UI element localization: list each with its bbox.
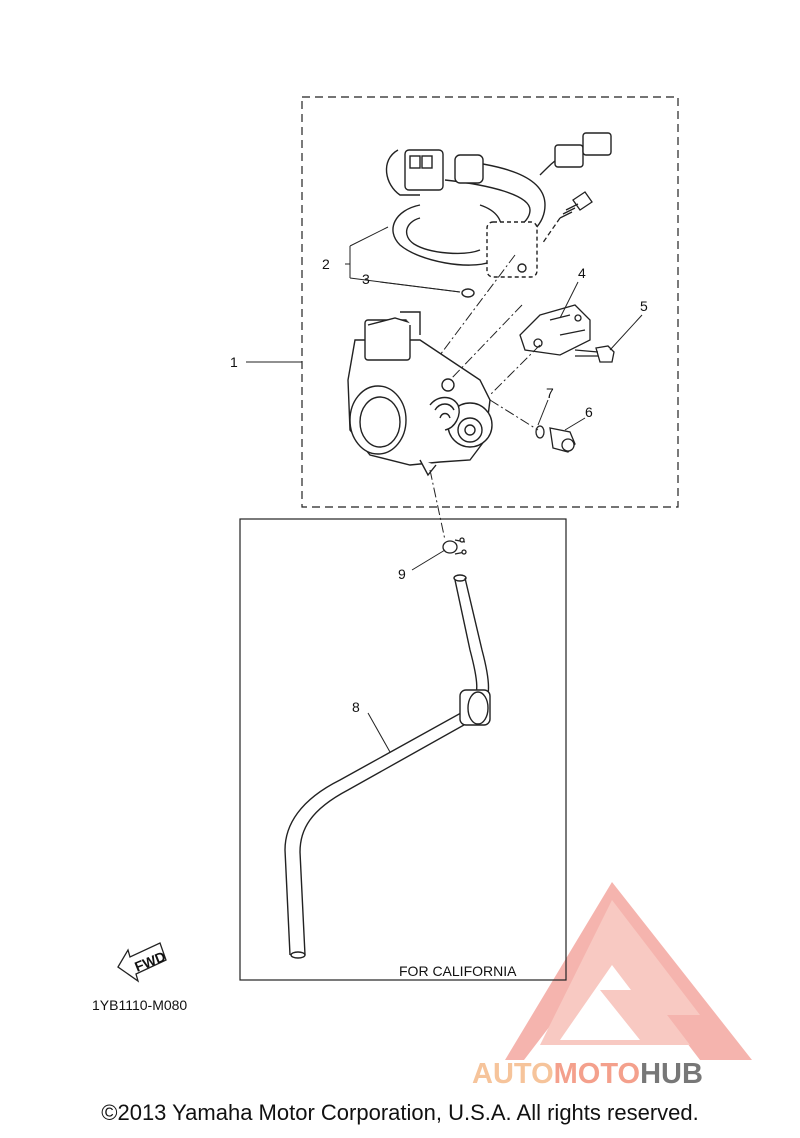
callout-4: 4 (578, 265, 586, 281)
assembly-dashed-box (301, 96, 679, 508)
diagram-code: 1YB1110-M080 (92, 997, 187, 1013)
callout-7: 7 (546, 385, 554, 401)
bolt-top (541, 191, 593, 245)
callout-8: 8 (352, 699, 360, 715)
bracket (519, 304, 591, 356)
callout-2: 2 (322, 256, 330, 272)
california-label: FOR CALIFORNIA (399, 963, 517, 979)
callout-leaders (246, 226, 643, 753)
callout-1: 1 (230, 354, 238, 370)
screw-5 (574, 345, 615, 363)
california-box (239, 518, 567, 981)
watermark-text: AUTOMOTOHUB (472, 1058, 703, 1091)
watermark-part-2: MOTO (553, 1058, 641, 1090)
callout-9: 9 (398, 566, 406, 582)
callout-5: 5 (640, 298, 648, 314)
screw-6 (535, 425, 576, 453)
copyright-text: ©2013 Yamaha Motor Corporation, U.S.A. A… (101, 1100, 699, 1125)
watermark-part-3: HUB (640, 1058, 703, 1090)
callout-6: 6 (585, 404, 593, 420)
fwd-arrow-icon: FWD (117, 942, 168, 983)
svg-text:FWD: FWD (132, 948, 168, 975)
hose (284, 574, 491, 959)
callout-3: 3 (362, 271, 370, 287)
sensor-harness (385, 132, 612, 298)
clip (442, 537, 467, 555)
watermark-part-1: AUTO (472, 1058, 554, 1090)
alignment-lines (429, 254, 541, 541)
watermark-logo (505, 882, 752, 1060)
throttle-body (347, 311, 493, 477)
